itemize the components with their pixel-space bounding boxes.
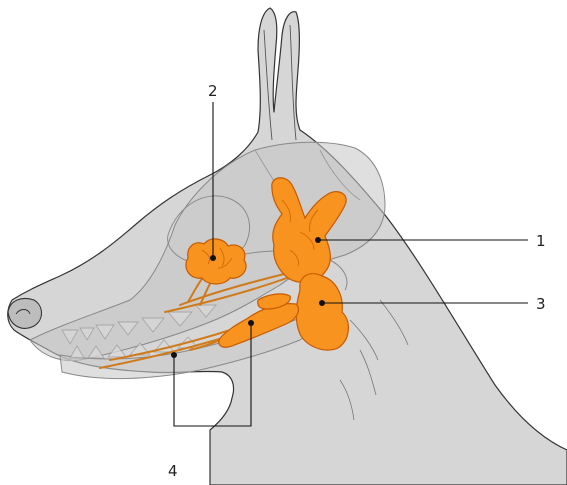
label-2: 2 [208, 82, 218, 100]
zygomatic-gland [186, 239, 246, 284]
nose [8, 299, 42, 329]
label-1: 1 [536, 232, 546, 250]
label-4: 4 [168, 462, 178, 480]
label-3: 3 [536, 295, 546, 313]
